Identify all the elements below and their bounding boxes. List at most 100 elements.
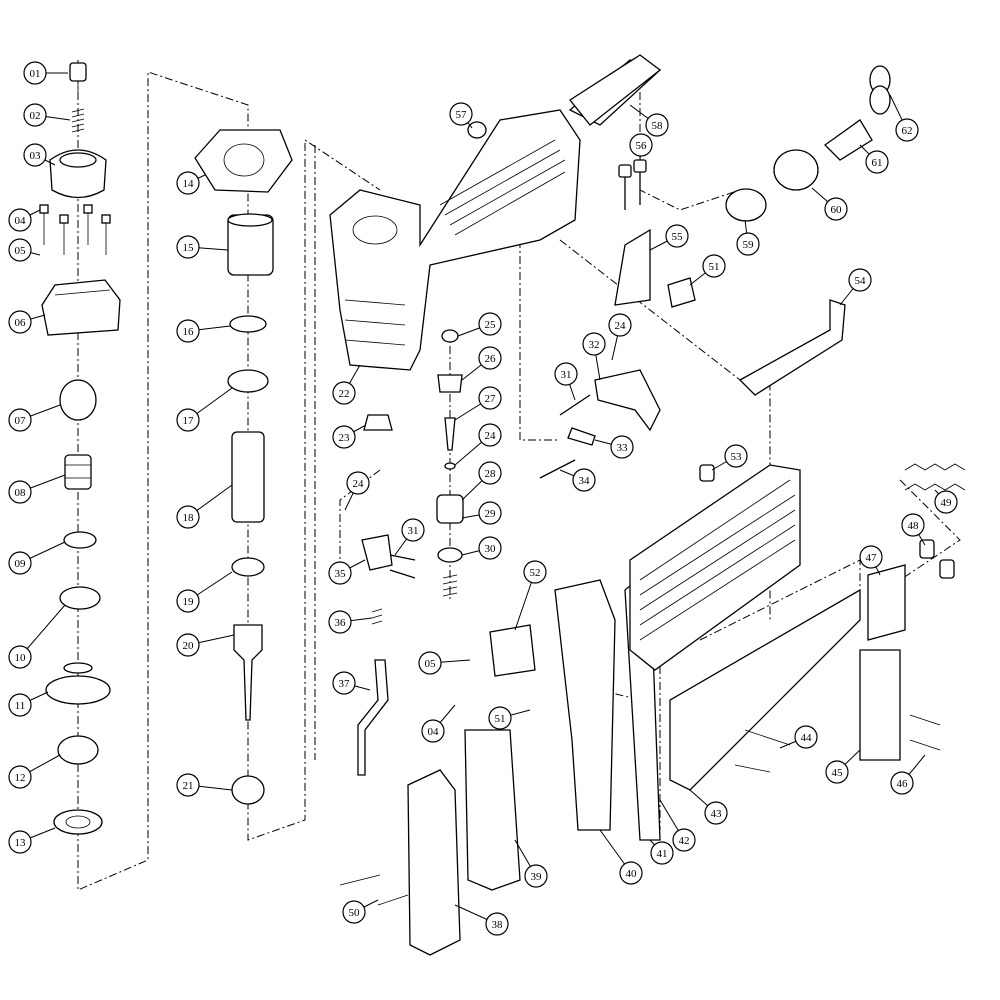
callout-number: 59 xyxy=(743,239,755,251)
callout-circle xyxy=(524,864,548,888)
callout-number: 48 xyxy=(908,520,920,532)
callout-circle xyxy=(865,150,889,174)
callout-number: 02 xyxy=(30,110,41,122)
callout-circle xyxy=(8,645,32,669)
callout-20: 20 xyxy=(176,633,235,657)
callout-26: 26 xyxy=(461,346,502,381)
callout-circle xyxy=(794,725,818,749)
callout-circle xyxy=(421,719,445,743)
callout-circle xyxy=(8,551,32,575)
callout-number: 28 xyxy=(485,468,497,480)
callout-number: 53 xyxy=(731,451,743,463)
callout-31a: 31 xyxy=(394,518,425,556)
callout-49: 49 xyxy=(934,489,958,514)
callout-03: 03 xyxy=(23,143,56,167)
middle-column-parts xyxy=(194,129,293,805)
callout-circle xyxy=(619,861,643,885)
callout-circle xyxy=(702,254,726,278)
callout-circle xyxy=(478,461,502,485)
callout-number: 44 xyxy=(801,732,813,744)
callout-47: 47 xyxy=(859,545,883,576)
callout-circle xyxy=(478,423,502,447)
callout-number: 51 xyxy=(495,713,506,725)
callout-labels: 0102030405060708091011121314151617181920… xyxy=(8,61,958,936)
callout-circle xyxy=(176,319,200,343)
callout-number: 27 xyxy=(485,393,497,405)
callout-number: 06 xyxy=(15,317,27,329)
callout-circle xyxy=(485,912,509,936)
callout-circle xyxy=(610,435,634,459)
callout-50: 50 xyxy=(342,899,379,924)
callout-number: 30 xyxy=(485,543,497,555)
callout-circle xyxy=(342,900,366,924)
callout-circle xyxy=(8,408,32,432)
callout-46: 46 xyxy=(890,754,926,795)
callout-18: 18 xyxy=(176,484,233,529)
callout-21: 21 xyxy=(176,773,233,797)
callout-circle xyxy=(736,232,760,256)
callout-number: 17 xyxy=(183,415,195,427)
callout-41: 41 xyxy=(649,839,674,865)
callout-02: 02 xyxy=(23,103,71,127)
callout-number: 04 xyxy=(15,215,27,227)
callout-circle xyxy=(859,545,883,569)
callout-32: 32 xyxy=(582,332,606,381)
callout-number: 03 xyxy=(30,150,42,162)
callout-circle xyxy=(650,841,674,865)
callout-17: 17 xyxy=(176,387,233,432)
callout-number: 57 xyxy=(456,109,468,121)
callout-05a: 05 xyxy=(8,238,41,262)
callout-circle xyxy=(8,830,32,854)
callout-number: 21 xyxy=(183,780,194,792)
callout-number: 29 xyxy=(485,508,497,520)
upper-right-parts xyxy=(467,54,891,396)
callout-circle xyxy=(572,468,596,492)
callout-number: 50 xyxy=(349,907,361,919)
callout-number: 58 xyxy=(652,120,664,132)
callout-12: 12 xyxy=(8,754,61,789)
callout-10: 10 xyxy=(8,604,66,669)
callout-number: 56 xyxy=(636,140,648,152)
callout-number: 36 xyxy=(335,617,347,629)
callout-circle xyxy=(23,103,47,127)
callout-number: 40 xyxy=(626,868,638,880)
callout-circle xyxy=(478,536,502,560)
callout-number: 09 xyxy=(15,558,27,570)
callout-circle xyxy=(934,490,958,514)
callout-number: 39 xyxy=(531,871,543,883)
callout-number: 11 xyxy=(15,700,26,712)
callout-circle xyxy=(23,61,47,85)
callout-number: 31 xyxy=(561,369,572,381)
callout-19: 19 xyxy=(176,571,233,613)
callout-circle xyxy=(401,518,425,542)
callout-number: 26 xyxy=(485,353,497,365)
trigger-parts xyxy=(357,369,661,776)
callout-number: 04 xyxy=(428,726,440,738)
callout-circle xyxy=(478,386,502,410)
callout-11: 11 xyxy=(8,691,49,717)
callout-number: 24 xyxy=(485,430,497,442)
callout-24b: 24 xyxy=(608,313,632,361)
callout-number: 41 xyxy=(657,848,668,860)
callout-24c: 24 xyxy=(454,423,502,466)
callout-05b: 05 xyxy=(418,651,471,675)
callout-number: 55 xyxy=(672,231,684,243)
callout-circle xyxy=(895,118,919,142)
assembly-guide-lines xyxy=(77,60,961,891)
callout-circle xyxy=(848,268,872,292)
callout-number: 37 xyxy=(339,678,351,690)
callout-number: 43 xyxy=(711,808,723,820)
callout-circle xyxy=(176,589,200,613)
callout-number: 34 xyxy=(579,475,591,487)
callout-51b: 51 xyxy=(689,254,726,286)
callout-52: 52 xyxy=(514,560,547,631)
callout-number: 38 xyxy=(492,919,504,931)
callout-circle xyxy=(890,771,914,795)
callout-62: 62 xyxy=(889,94,919,142)
callout-37: 37 xyxy=(332,671,371,695)
callout-23: 23 xyxy=(332,424,367,449)
callout-number: 10 xyxy=(15,652,27,664)
callout-circle xyxy=(332,671,356,695)
callout-53: 53 xyxy=(711,444,748,471)
callout-number: 12 xyxy=(15,772,26,784)
